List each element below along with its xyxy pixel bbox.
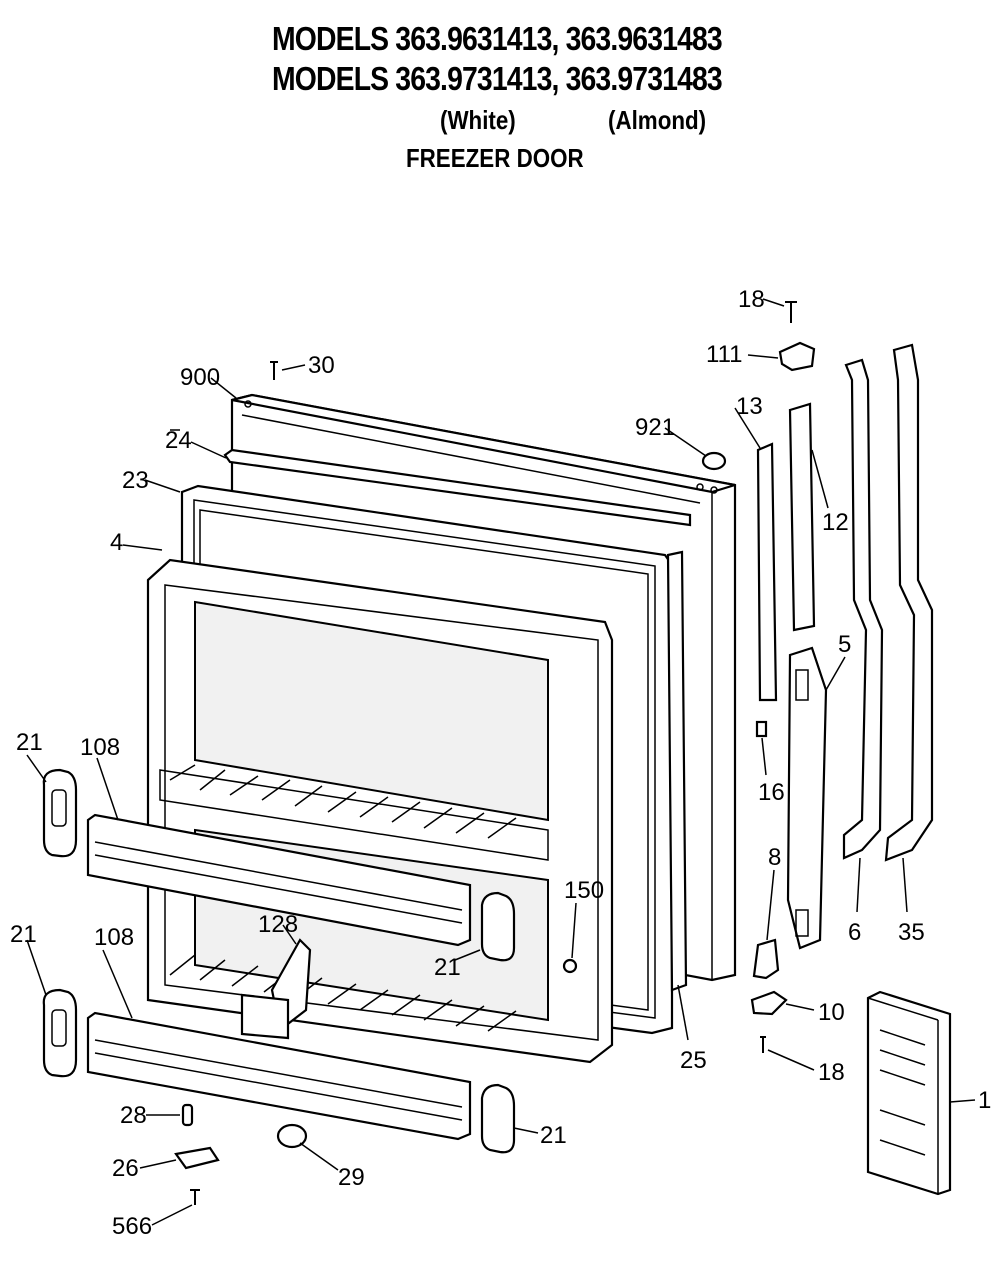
- hinge-12: [788, 402, 816, 632]
- callout-900: 900: [180, 364, 220, 391]
- color-white-label: (White): [440, 105, 516, 135]
- callout-26: 26: [112, 1155, 139, 1182]
- hinge-pin-13: [756, 442, 778, 702]
- screw-30: [270, 361, 278, 380]
- instruction-manual-1: [866, 990, 952, 1196]
- callout-10: 10: [818, 999, 845, 1026]
- section-title: FREEZER DOOR: [406, 143, 584, 173]
- callout-28: 28: [120, 1102, 147, 1129]
- models-line-2: MODELS 363.9731413, 363.9731483: [272, 60, 723, 97]
- models-line-1: MODELS 363.9631413, 363.9631483: [272, 20, 723, 57]
- shelf-end-cap-left-lower: [42, 988, 78, 1078]
- callout-128: 128: [258, 911, 298, 938]
- spacer-28: [181, 1103, 194, 1127]
- door-handle-35: [884, 343, 934, 862]
- shelf-end-cap-right-lower: [480, 1083, 516, 1154]
- door-shelf-upper: [86, 813, 472, 947]
- shelf-end-cap-right-upper: [480, 891, 516, 962]
- callout-150: 150: [564, 877, 604, 904]
- callout-25: 25: [680, 1047, 707, 1074]
- callout-5: 5: [838, 631, 851, 658]
- callout-1: 1: [978, 1087, 991, 1114]
- callout-13: 13: [736, 393, 763, 420]
- callout-921: 921: [635, 414, 675, 441]
- hinge-bracket-26: [174, 1146, 220, 1170]
- callout-35: 35: [898, 919, 925, 946]
- callout-108-b: 108: [94, 924, 134, 951]
- callout-21-b: 21: [434, 954, 461, 981]
- callout-12: 12: [822, 509, 849, 536]
- callout-21-a: 21: [16, 729, 43, 756]
- callout-labels: 18 111 900 30 921 13 24 12 23 4 5 21 108…: [10, 286, 991, 1240]
- callout-4: 4: [110, 529, 123, 556]
- leader-lines: [26, 298, 976, 1226]
- callout-8: 8: [768, 844, 781, 871]
- callout-30: 30: [308, 352, 335, 379]
- callout-16: 16: [758, 779, 785, 806]
- screw-16: [755, 720, 768, 738]
- callout-21-d: 21: [540, 1122, 567, 1149]
- divider-128: [240, 938, 312, 1040]
- callout-108-a: 108: [80, 734, 120, 761]
- plug-921: [701, 451, 727, 471]
- bracket-8: [752, 938, 780, 980]
- hinge-5: [786, 646, 828, 950]
- shelf-end-cap-left-upper: [42, 768, 78, 858]
- screw-18-bottom: [760, 1036, 766, 1053]
- callout-18-bottom: 18: [818, 1059, 845, 1086]
- callout-18-top: 18: [738, 286, 765, 313]
- screw-18-top: [785, 301, 797, 323]
- callout-111: 111: [706, 341, 742, 368]
- screw-566: [190, 1189, 200, 1205]
- plug-29: [276, 1123, 308, 1149]
- callout-6: 6: [848, 919, 861, 946]
- callout-21-c: 21: [10, 921, 37, 948]
- callout-566: 566: [112, 1213, 152, 1240]
- fastener-150: [562, 958, 578, 974]
- callout-29: 29: [338, 1164, 365, 1191]
- bracket-10: [750, 990, 788, 1016]
- door-handle-6: [842, 358, 884, 860]
- callout-23: 23: [122, 467, 149, 494]
- door-shelf-lower: [86, 1011, 472, 1141]
- color-almond-label: (Almond): [608, 105, 707, 135]
- callout-24: 24: [165, 427, 192, 454]
- hinge-cover-111: [778, 341, 816, 372]
- trim-25: [666, 550, 688, 992]
